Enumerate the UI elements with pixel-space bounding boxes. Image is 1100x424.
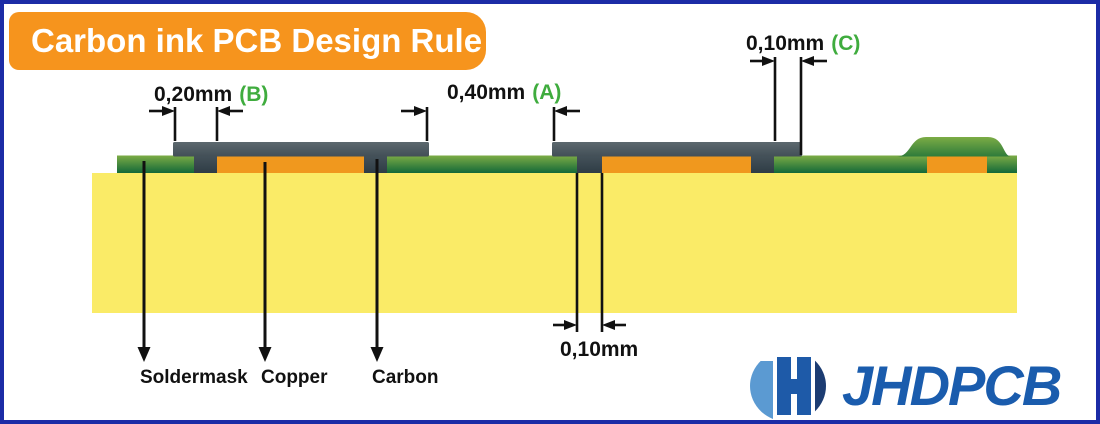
- soldermask-strip-middle: [387, 155, 577, 173]
- logo-right-crescent: [815, 350, 826, 420]
- page-title: Carbon ink PCB Design Rule: [31, 22, 483, 59]
- soldermask-label: Soldermask: [140, 367, 248, 388]
- carbon-leg: [577, 154, 602, 173]
- arrow-right-icon: [414, 106, 427, 116]
- fr4-substrate-layer: [92, 173, 1017, 313]
- arrow-right-icon: [564, 320, 577, 330]
- carbon-slab-2: [552, 142, 802, 157]
- carbon-leg: [194, 154, 217, 173]
- arrow-down-icon: [137, 347, 151, 362]
- arrow-down-icon: [258, 347, 272, 362]
- copper-pad-3: [927, 156, 987, 173]
- arrow-right-icon: [162, 106, 175, 116]
- copper-pad-1: [217, 156, 364, 173]
- copper-label: Copper: [261, 367, 328, 388]
- pcb-cross-section-diagram: 0,20mm(B) 0,40mm(A) 0,10mm(C): [92, 32, 1017, 388]
- dimension-a-label: 0,40mm(A): [447, 81, 561, 104]
- soldermask-strip-left: [117, 155, 194, 173]
- carbon-slab-1: [173, 142, 429, 157]
- dimension-a-callout: 0,40mm(A): [401, 81, 580, 141]
- jhdpcb-logo-text: JHDPCB: [842, 354, 1062, 417]
- dimension-b-label: 0,20mm(B): [154, 83, 268, 106]
- logo-h-letter: [777, 357, 811, 415]
- arrow-left-icon: [217, 106, 230, 116]
- carbon-leg: [751, 154, 774, 173]
- arrow-left-icon: [801, 56, 814, 66]
- dimension-bottom-callout: 0,10mm: [553, 173, 638, 361]
- dimension-bottom-label: 0,10mm: [560, 338, 638, 361]
- logo-left-crescent: [750, 361, 773, 420]
- carbon-callout: Carbon: [370, 159, 439, 388]
- dimension-c-label: 0,10mm(C): [746, 32, 860, 55]
- soldermask-hump: [897, 137, 1011, 157]
- jhdpcb-logo: JHDPCB: [748, 349, 1062, 420]
- dimension-c-callout: 0,10mm(C): [746, 32, 860, 155]
- copper-pad-2: [602, 156, 751, 173]
- soldermask-callout: Soldermask: [137, 161, 248, 388]
- title-banner: Carbon ink PCB Design Rule: [9, 12, 486, 70]
- carbon-label: Carbon: [372, 367, 439, 388]
- arrow-left-icon: [554, 106, 567, 116]
- jhdpcb-logo-icon: [750, 350, 826, 420]
- arrow-left-icon: [602, 320, 615, 330]
- copper-callout: Copper: [258, 162, 328, 388]
- arrow-right-icon: [762, 56, 775, 66]
- carbon-layer: [173, 142, 802, 173]
- dimension-b-callout: 0,20mm(B): [149, 83, 268, 141]
- copper-layer: [217, 156, 987, 173]
- arrow-down-icon: [370, 347, 384, 362]
